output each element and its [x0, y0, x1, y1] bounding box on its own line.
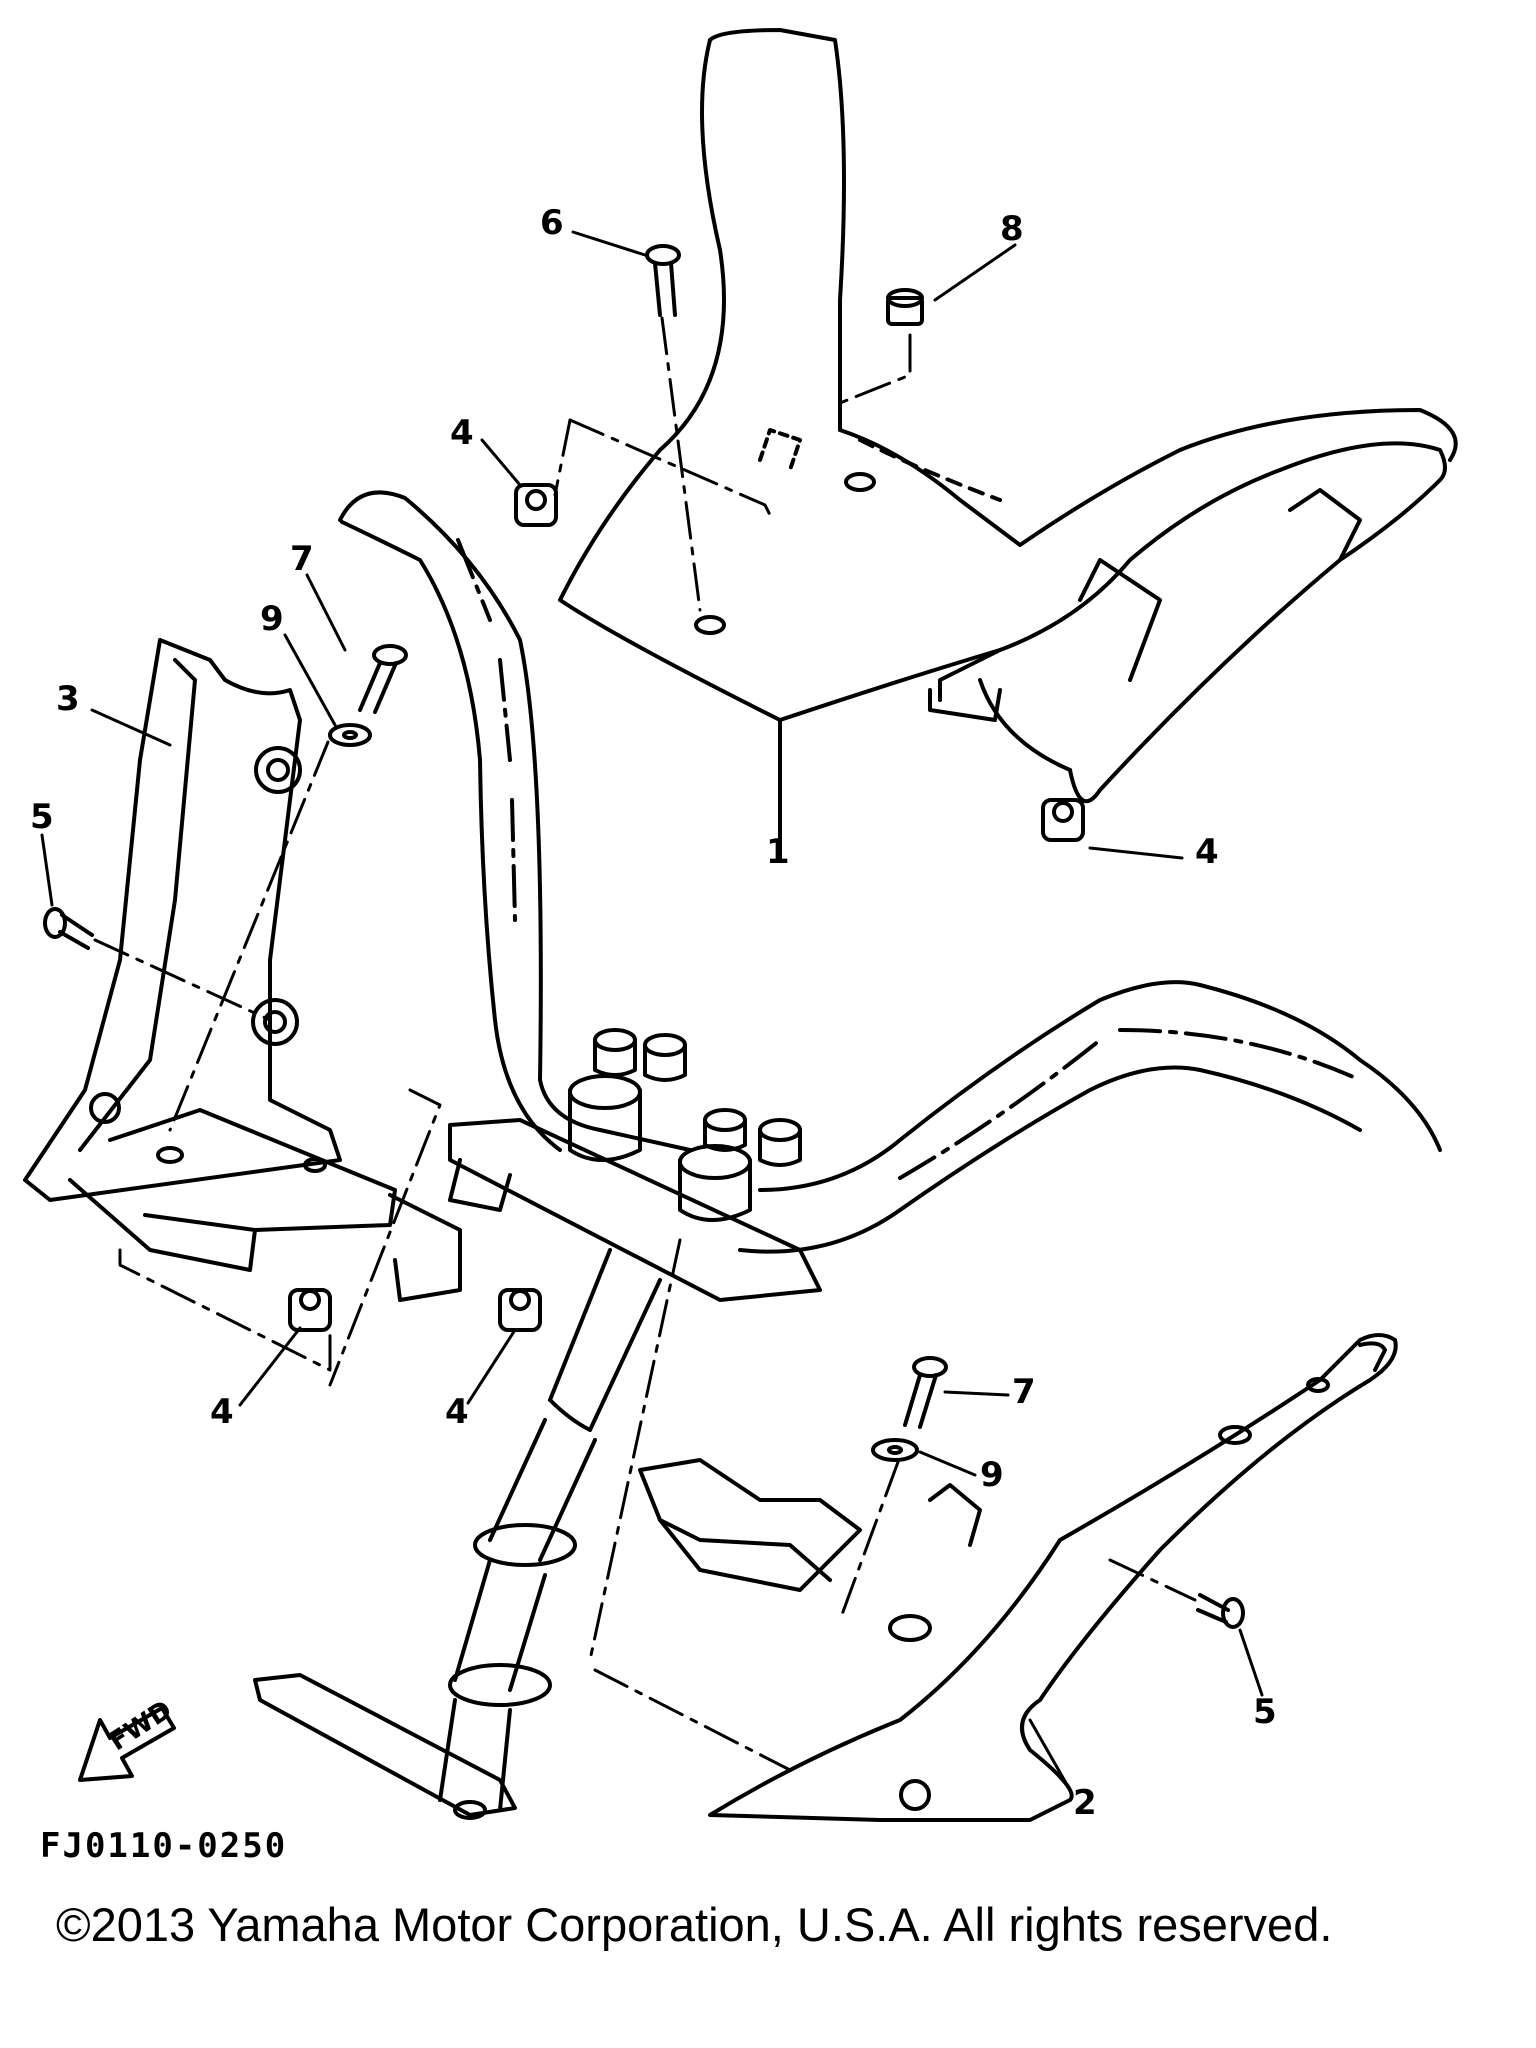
upper-cover-part-1 — [558, 28, 1458, 862]
nut-8 — [886, 288, 924, 326]
washer-9-left — [328, 723, 372, 747]
leader-lines — [40, 230, 1264, 1792]
callout-8: 8 — [1000, 209, 1024, 249]
callout-4-lower-center: 4 — [445, 1392, 469, 1432]
left-cover-part-3 — [23, 638, 462, 1302]
callout-5-right: 5 — [1253, 1692, 1277, 1732]
bolt-5-right — [1196, 1593, 1245, 1629]
grommet-4-lower-left — [288, 1288, 332, 1332]
steering-column — [253, 1248, 662, 1820]
callout-4-right: 4 — [1195, 832, 1219, 872]
washer-9-right — [871, 1438, 919, 1462]
callout-9-right: 9 — [980, 1455, 1004, 1495]
bolt-7-right — [903, 1356, 948, 1429]
assembly-lines — [93, 316, 1197, 1772]
bolt-7-left — [358, 644, 408, 714]
callout-2: 2 — [1073, 1783, 1097, 1823]
copyright-notice: ©2013 Yamaha Motor Corporation, U.S.A. A… — [56, 1898, 1333, 1951]
grommet-4-lower-center — [498, 1288, 542, 1332]
callout-3: 3 — [56, 679, 80, 719]
callout-4-top: 4 — [450, 413, 474, 453]
callout-6: 6 — [540, 203, 564, 243]
fwd-arrow-icon — [78, 1706, 176, 1782]
callout-7-left: 7 — [290, 539, 314, 579]
bolt-5-left — [43, 907, 94, 950]
drawing-code: FJ0110-0250 — [40, 1826, 288, 1866]
callout-1: 1 — [766, 832, 790, 872]
callout-4-lower-left: 4 — [210, 1392, 234, 1432]
right-cover-part-2 — [638, 1333, 1398, 1822]
grommet-4-top — [514, 483, 558, 527]
bolt-6 — [645, 244, 681, 317]
callout-5-left: 5 — [30, 797, 54, 837]
grommet-4-right — [1041, 798, 1085, 842]
handlebar-clamps — [448, 1028, 822, 1302]
callout-9-left: 9 — [260, 599, 284, 639]
handlebar — [338, 490, 1442, 1254]
callout-7-right: 7 — [1012, 1372, 1036, 1412]
